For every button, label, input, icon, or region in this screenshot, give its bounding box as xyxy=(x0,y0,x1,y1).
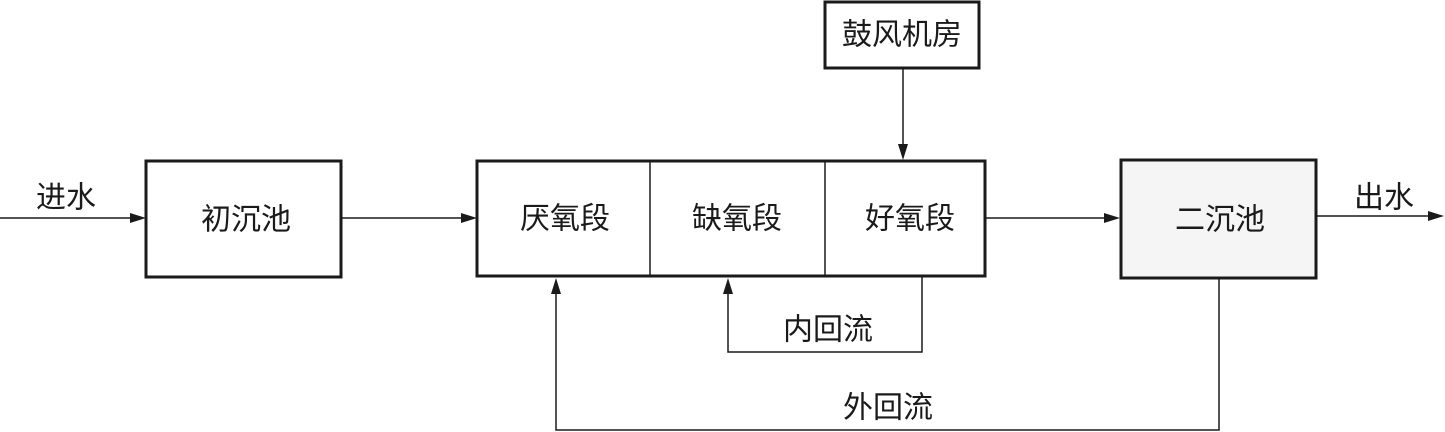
secondary-clarifier-node: 二沉池 xyxy=(1119,158,1318,280)
effluent-label: 出水 xyxy=(1354,181,1414,216)
anaerobic-stage-label: 厌氧段 xyxy=(520,202,610,237)
blower-room-box xyxy=(823,0,981,70)
external-recycle-flow: 外回流 xyxy=(551,278,1220,431)
influent-arrowhead xyxy=(130,213,146,223)
effluent-flow: 出水 xyxy=(1316,181,1444,221)
bioreactor-box xyxy=(475,159,987,278)
external-recycle-arrowhead xyxy=(551,278,561,294)
primary-clarifier-label: 初沉池 xyxy=(201,203,291,238)
reactor-to-secondary-flow xyxy=(985,213,1120,223)
primary-clarifier-box xyxy=(144,159,343,279)
secondary-clarifier-box xyxy=(1119,158,1318,280)
internal-recycle-label: 内回流 xyxy=(783,313,873,348)
internal-recycle-arrowhead xyxy=(723,278,733,294)
reactor-to-secondary-arrowhead xyxy=(1104,213,1120,223)
aerobic-stage-label: 好氧段 xyxy=(865,202,955,237)
blower-room-label: 鼓风机房 xyxy=(842,18,962,53)
air-supply-line xyxy=(898,68,908,160)
secondary-clarifier-label: 二沉池 xyxy=(1175,203,1265,238)
influent-flow: 进水 xyxy=(0,181,146,223)
anoxic-stage-label: 缺氧段 xyxy=(692,202,782,237)
blower-room-node: 鼓风机房 xyxy=(823,0,981,70)
influent-label: 进水 xyxy=(36,181,96,216)
primary-clarifier-node: 初沉池 xyxy=(144,159,343,279)
bioreactor-node: 厌氧段 缺氧段 好氧段 xyxy=(475,159,987,278)
internal-recycle-flow: 内回流 xyxy=(723,277,923,353)
air-supply-arrowhead xyxy=(898,144,908,160)
external-recycle-label: 外回流 xyxy=(843,391,933,426)
effluent-arrowhead xyxy=(1428,211,1444,221)
primary-to-reactor-flow xyxy=(341,213,477,223)
primary-to-reactor-arrowhead xyxy=(461,213,477,223)
